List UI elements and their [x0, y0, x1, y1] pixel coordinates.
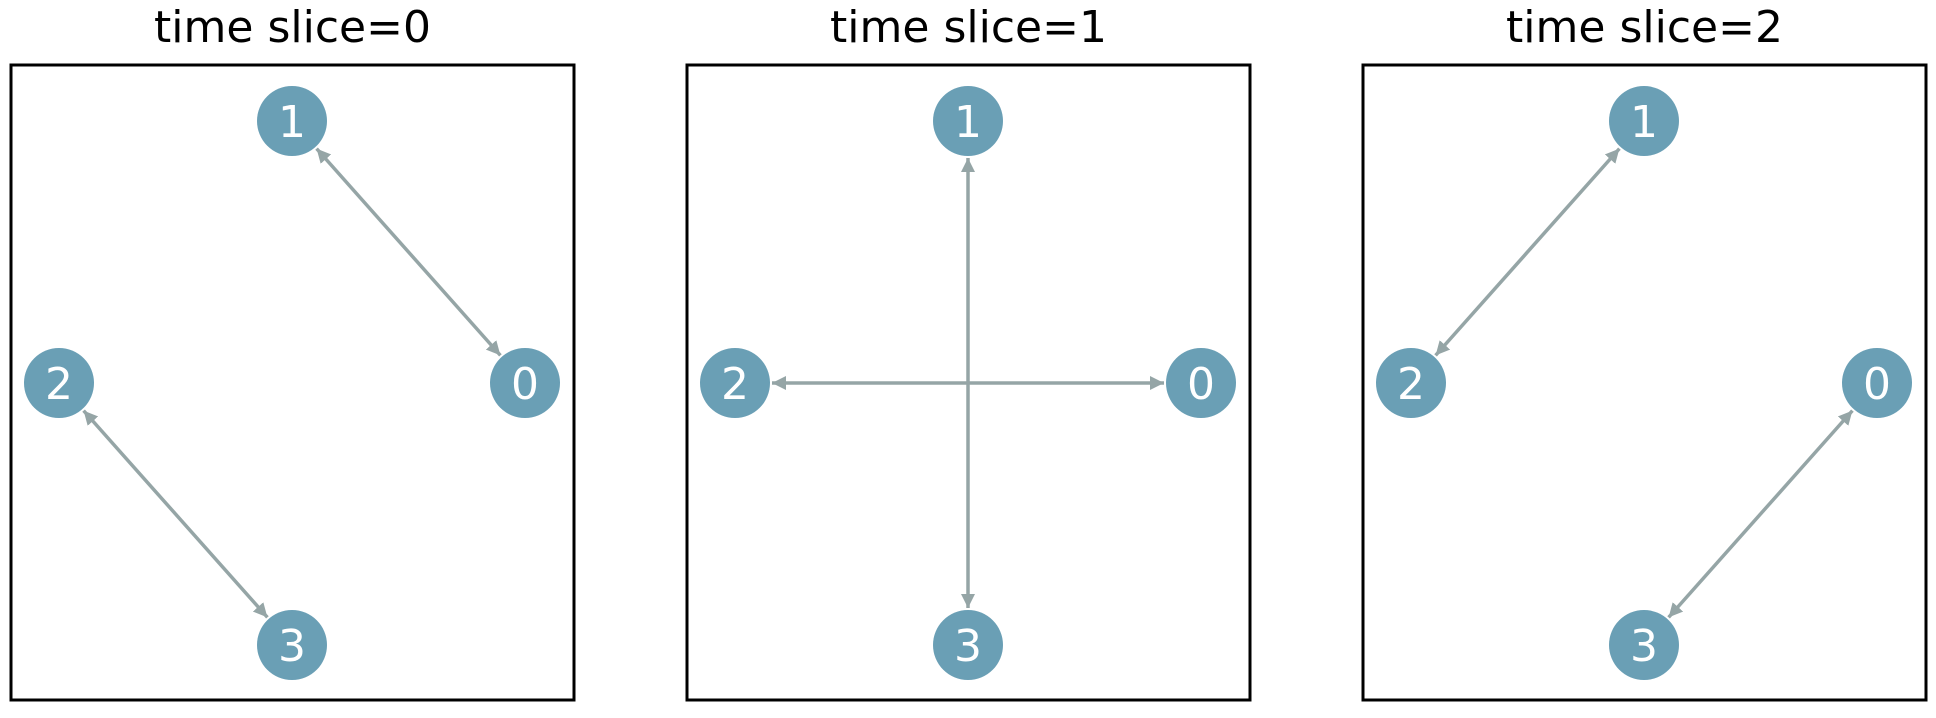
node-3: 3 — [933, 610, 1003, 680]
panel-1: time slice=1 0 1 2 3 — [685, 2, 1252, 702]
node-label: 1 — [954, 97, 982, 148]
node-label: 0 — [1187, 359, 1215, 410]
panel-2: time slice=2 0 1 2 3 — [1361, 2, 1928, 702]
node-circle — [933, 610, 1003, 680]
node-label: 1 — [1630, 97, 1658, 148]
node-circle — [257, 610, 327, 680]
edge-0-1 — [315, 147, 502, 357]
panel-title: time slice=0 — [154, 2, 431, 53]
node-circle — [257, 86, 327, 156]
edge-0-3 — [1667, 409, 1854, 619]
node-label: 0 — [511, 359, 539, 410]
panel-frame — [1361, 63, 1928, 702]
node-2: 2 — [24, 348, 94, 418]
node-label: 1 — [278, 97, 306, 148]
panel-title: time slice=2 — [1506, 2, 1783, 53]
node-0: 0 — [1166, 348, 1236, 418]
node-circle — [700, 348, 770, 418]
node-3: 3 — [1609, 610, 1679, 680]
node-1: 1 — [933, 86, 1003, 156]
node-label: 2 — [45, 359, 73, 410]
edge-1-2 — [1434, 147, 1621, 357]
node-0: 0 — [490, 348, 560, 418]
edge-2-3 — [82, 409, 269, 619]
node-3: 3 — [257, 610, 327, 680]
panel-title: time slice=1 — [830, 2, 1107, 53]
node-circle — [1609, 86, 1679, 156]
panel-frame — [9, 63, 576, 702]
node-1: 1 — [1609, 86, 1679, 156]
panel-0: time slice=0 0 1 2 3 — [9, 2, 576, 702]
node-1: 1 — [257, 86, 327, 156]
node-label: 2 — [1397, 359, 1425, 410]
node-label: 3 — [278, 621, 306, 672]
node-circle — [933, 86, 1003, 156]
node-circle — [1609, 610, 1679, 680]
node-2: 2 — [1376, 348, 1446, 418]
node-circle — [1376, 348, 1446, 418]
node-0: 0 — [1842, 348, 1912, 418]
node-circle — [490, 348, 560, 418]
node-circle — [24, 348, 94, 418]
node-2: 2 — [700, 348, 770, 418]
node-circle — [1842, 348, 1912, 418]
node-label: 0 — [1863, 359, 1891, 410]
node-label: 3 — [1630, 621, 1658, 672]
panel-frame — [685, 63, 1252, 702]
node-circle — [1166, 348, 1236, 418]
node-label: 2 — [721, 359, 749, 410]
node-label: 3 — [954, 621, 982, 672]
